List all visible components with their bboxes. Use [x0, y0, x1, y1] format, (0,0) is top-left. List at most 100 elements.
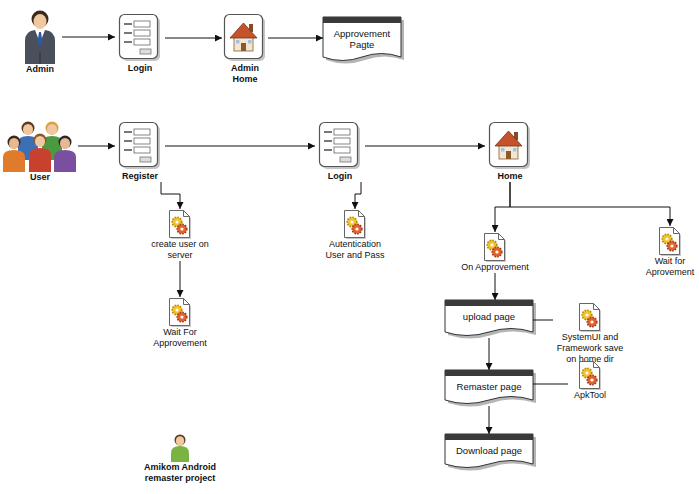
node-label: Download page	[445, 445, 533, 456]
page-header-band	[323, 17, 401, 23]
house-icon	[225, 15, 266, 62]
gear-icon	[580, 362, 602, 391]
node-icon	[168, 209, 192, 239]
node-icon	[118, 13, 162, 63]
node-label: Wait For Approvement	[140, 327, 220, 349]
flow-arrow	[78, 146, 115, 147]
node-icon	[118, 121, 162, 171]
node-icon	[168, 297, 192, 327]
icon-node: Login	[115, 13, 165, 74]
edge-group	[62, 37, 670, 434]
gear-icon	[660, 228, 682, 257]
node-label: Register	[115, 171, 165, 182]
node-icon	[343, 209, 367, 239]
node-label: Home	[485, 171, 535, 182]
doc-icon	[320, 123, 361, 170]
flow-arrow	[533, 320, 553, 321]
icon-node: Autentication User and Pass	[320, 209, 390, 261]
icon-node: User	[2, 118, 78, 183]
node-icon	[2, 118, 78, 172]
icon-node: SystemUI and Framework save on home dir	[553, 302, 627, 365]
icon-node: Admin	[18, 10, 62, 75]
icon-node: Register	[115, 121, 165, 182]
flow-arrow	[510, 182, 670, 226]
page-header-band	[445, 370, 533, 376]
flow-arrow	[355, 182, 361, 209]
gear-icon	[345, 211, 367, 240]
node-icon	[578, 360, 602, 390]
page-header-band	[445, 434, 533, 440]
node-label: Remaster page	[445, 381, 533, 392]
doc-icon	[120, 15, 161, 62]
page-text-area: Remaster page	[445, 370, 533, 392]
page-outline	[445, 434, 533, 468]
flow-arrow	[268, 38, 323, 39]
flow-arrow	[489, 338, 490, 370]
page-box: Remaster page	[445, 370, 533, 406]
gear-icon	[170, 299, 192, 328]
page-text-area: Approvement Pagte	[323, 17, 401, 50]
page-outline	[445, 370, 533, 404]
node-icon	[318, 121, 362, 171]
page-box: Download page	[445, 434, 533, 470]
node-label: User	[2, 172, 78, 183]
icon-node: Amikom Android remaster project	[130, 434, 230, 484]
page-box: upload page	[445, 300, 533, 338]
icon-node: ApkTool	[568, 360, 612, 401]
mini-icon	[171, 435, 189, 463]
flow-arrow	[489, 406, 490, 434]
flow-arrow	[365, 146, 485, 147]
icon-node: Wait for Aprovement	[642, 226, 698, 278]
node-icon	[483, 232, 507, 262]
node-label: Autentication User and Pass	[320, 239, 390, 261]
group-icon	[3, 122, 76, 173]
house-icon	[490, 123, 531, 170]
icon-node: On Approvement	[455, 232, 535, 273]
flow-arrow	[495, 273, 496, 300]
page-text-area: Download page	[445, 434, 533, 456]
page-outline	[323, 17, 401, 61]
node-icon	[169, 434, 191, 462]
person-icon	[25, 11, 55, 65]
icon-node: Wait For Approvement	[140, 297, 220, 349]
page-text-area: upload page	[445, 300, 533, 322]
node-label: Admin	[18, 64, 62, 75]
node-label: ApkTool	[568, 390, 612, 401]
node-icon	[223, 13, 267, 63]
page-outline	[445, 300, 533, 336]
node-label: upload page	[445, 311, 533, 322]
flow-arrow	[165, 38, 222, 39]
node-label: Amikom Android remaster project	[130, 462, 230, 484]
flow-arrow	[161, 182, 180, 209]
node-label: Approvement Pagte	[323, 28, 401, 50]
gear-icon	[580, 304, 602, 333]
node-label: Login	[115, 63, 165, 74]
doc-icon	[120, 123, 161, 170]
node-icon	[22, 10, 58, 64]
flow-arrow	[533, 384, 568, 385]
icon-node: Admin Home	[222, 13, 268, 85]
node-label: Login	[315, 171, 365, 182]
node-icon	[658, 226, 682, 256]
flow-arrow	[62, 37, 115, 38]
icon-node: create user on server	[140, 209, 220, 261]
gear-icon	[485, 234, 507, 263]
page-header-band	[445, 300, 533, 306]
node-label: On Approvement	[455, 262, 535, 273]
flow-arrow	[495, 182, 510, 232]
node-label: Wait for Aprovement	[642, 256, 698, 278]
node-label: Admin Home	[222, 63, 268, 85]
node-label: create user on server	[140, 239, 220, 261]
flow-arrow	[165, 146, 315, 147]
node-icon	[488, 121, 532, 171]
page-box: Approvement Pagte	[323, 17, 401, 63]
icon-node: Login	[315, 121, 365, 182]
node-label: SystemUI and Framework save on home dir	[553, 332, 627, 365]
icon-node: Home	[485, 121, 535, 182]
gear-icon	[170, 211, 192, 240]
node-icon	[578, 302, 602, 332]
flow-arrow	[180, 261, 181, 297]
